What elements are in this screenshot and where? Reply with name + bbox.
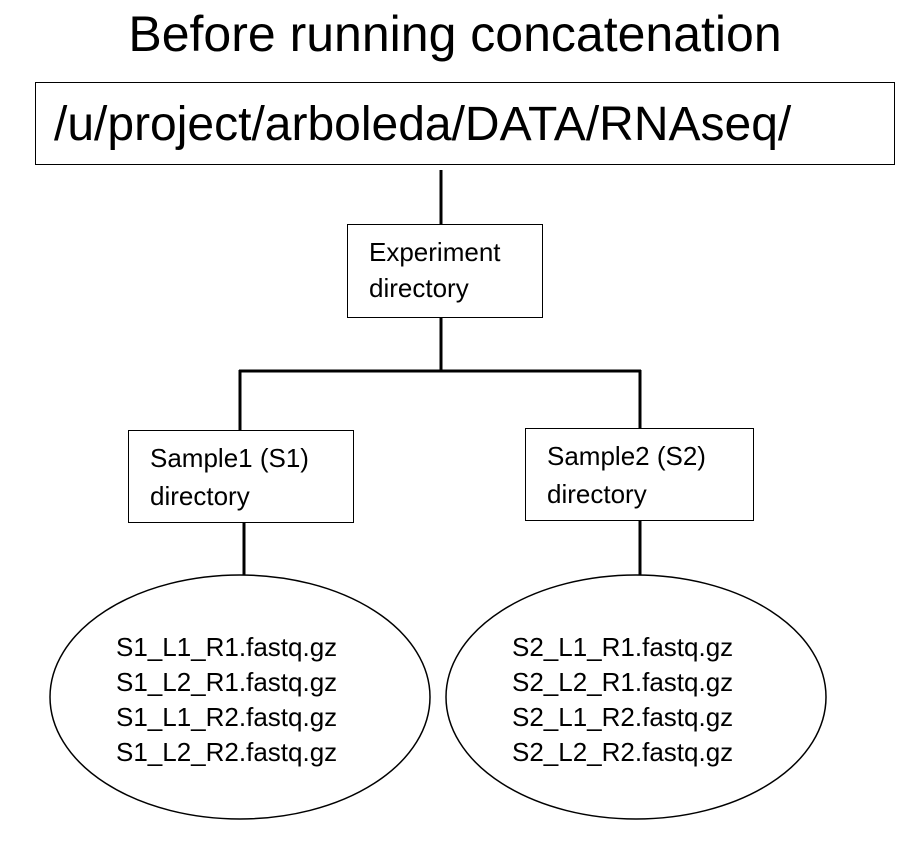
diagram-title: Before running concatenation bbox=[128, 6, 782, 62]
sample2-files-ellipse bbox=[445, 574, 827, 820]
file-name: S2_L1_R2.fastq.gz bbox=[512, 702, 734, 732]
experiment-label-line1: Experiment bbox=[369, 237, 501, 267]
file-name: S2_L1_R1.fastq.gz bbox=[512, 632, 734, 662]
file-name: S1_L1_R2.fastq.gz bbox=[116, 702, 338, 732]
sample2-directory-box: Sample2 (S2) directory bbox=[525, 428, 754, 521]
root-directory-box: /u/project/arboleda/DATA/RNAseq/ bbox=[35, 82, 895, 165]
sample1-file-list: S1_L1_R1.fastq.gz S1_L2_R1.fastq.gz S1_L… bbox=[116, 630, 337, 770]
file-name: S2_L2_R1.fastq.gz bbox=[512, 667, 734, 697]
sample1-directory-box: Sample1 (S1) directory bbox=[128, 430, 354, 523]
experiment-label-line2: directory bbox=[369, 273, 469, 303]
experiment-directory-box: Experiment directory bbox=[347, 224, 543, 318]
sample1-files-ellipse bbox=[49, 574, 431, 820]
sample1-label-line2: directory bbox=[150, 481, 250, 511]
file-name: S1_L2_R1.fastq.gz bbox=[116, 667, 338, 697]
sample2-label-line2: directory bbox=[547, 479, 647, 509]
file-name: S2_L2_R2.fastq.gz bbox=[512, 737, 734, 767]
sample2-file-list: S2_L1_R1.fastq.gz S2_L2_R1.fastq.gz S2_L… bbox=[512, 630, 733, 770]
sample1-label-line1: Sample1 (S1) bbox=[150, 443, 309, 473]
sample2-label-line1: Sample2 (S2) bbox=[547, 441, 706, 471]
file-name: S1_L2_R2.fastq.gz bbox=[116, 737, 338, 767]
file-name: S1_L1_R1.fastq.gz bbox=[116, 632, 338, 662]
